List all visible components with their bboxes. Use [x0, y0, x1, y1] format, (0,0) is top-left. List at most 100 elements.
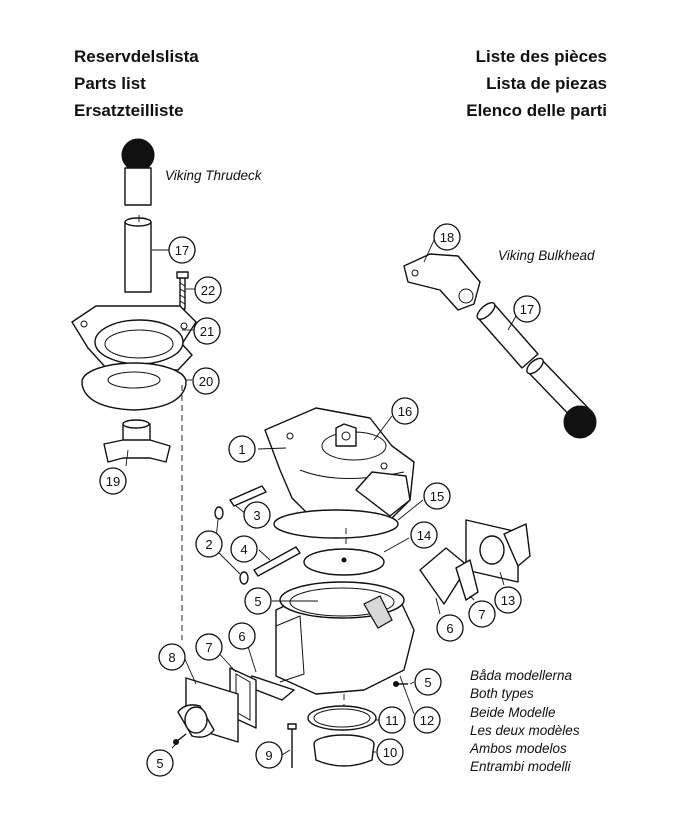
- callout-c14: 14: [410, 521, 438, 549]
- callout-c6a: 6: [436, 614, 464, 642]
- callout-number: 4: [240, 542, 247, 557]
- bulkhead-handle-rod: [476, 302, 539, 369]
- thrudeck-flange: [71, 305, 197, 371]
- callout-circle: [413, 706, 441, 734]
- callout-c21: 21: [193, 317, 221, 345]
- callout-c5b: 5: [146, 749, 174, 777]
- both-types-french: Les deux modèles: [470, 722, 580, 738]
- callout-circle: [433, 223, 461, 251]
- callout-c7b: 7: [195, 633, 223, 661]
- callout-circle: [195, 633, 223, 661]
- outlet-flange-13: [465, 519, 531, 583]
- callout-circle: [228, 435, 256, 463]
- callout-number: 9: [265, 748, 272, 763]
- o-ring: [307, 705, 377, 731]
- thrudeck-handle-tube: [124, 167, 152, 206]
- callout-circle: [146, 749, 174, 777]
- callout-number: 6: [446, 621, 453, 636]
- screw-9: [287, 723, 297, 768]
- bolt-4: [253, 546, 301, 577]
- callout-c9: 9: [255, 741, 283, 769]
- both-types-italian: Entrambi modelli: [470, 759, 571, 775]
- callout-c19: 19: [99, 467, 127, 495]
- callout-number: 20: [199, 374, 213, 389]
- washer-upper: [214, 506, 224, 520]
- callout-c3: 3: [243, 501, 271, 529]
- callout-c8: 8: [158, 643, 186, 671]
- callout-number: 10: [383, 745, 397, 760]
- callout-circle: [168, 236, 196, 264]
- valve-gasket-right: [455, 559, 479, 601]
- callout-c15: 15: [423, 482, 451, 510]
- pump-lower-housing: [275, 581, 415, 695]
- callout-number: 15: [430, 489, 444, 504]
- bulkhead-lever-bracket: [403, 253, 481, 311]
- callout-circle: [193, 317, 221, 345]
- callout-number: 3: [253, 508, 260, 523]
- screw-5-left: [173, 733, 187, 745]
- callout-circle: [414, 668, 442, 696]
- callout-number: 19: [106, 474, 120, 489]
- callout-circle: [158, 643, 186, 671]
- callout-c20: 20: [192, 367, 220, 395]
- title-german: Ersatzteilliste: [74, 101, 184, 120]
- callout-number: 18: [440, 230, 454, 245]
- callout-c16: 16: [391, 397, 419, 425]
- title-spanish: Lista de piezas: [486, 74, 607, 93]
- callout-number: 7: [478, 607, 485, 622]
- callout-c22: 22: [194, 276, 222, 304]
- bolt-3: [229, 485, 267, 507]
- callout-circle: [410, 521, 438, 549]
- both-types-swedish: Båda modellerna: [470, 668, 573, 683]
- diaphragm-seal-ring: [273, 509, 399, 539]
- callout-circle: [99, 467, 127, 495]
- title-english: Parts list: [74, 74, 146, 93]
- header-right: Liste des pièces Lista de piezas Elenco …: [466, 43, 607, 124]
- thrudeck-screw: [176, 271, 189, 310]
- label-viking-thrudeck: Viking Thrudeck: [165, 168, 262, 183]
- callout-number: 14: [417, 528, 431, 543]
- callout-number: 16: [398, 404, 412, 419]
- callout-c17b: 17: [168, 236, 196, 264]
- both-types-label: Båda modellerna Both types Beide Modelle…: [470, 667, 580, 777]
- callout-number: 2: [205, 537, 212, 552]
- callout-circle: [243, 501, 271, 529]
- bulkhead-handle-knob: [563, 405, 597, 439]
- callout-number: 13: [501, 593, 515, 608]
- both-types-spanish: Ambos modelos: [470, 741, 567, 757]
- callout-circle: [376, 738, 404, 766]
- callout-number: 5: [254, 594, 261, 609]
- screw-5-right: [393, 681, 408, 687]
- callout-number: 1: [238, 442, 245, 457]
- callout-c5c: 5: [414, 668, 442, 696]
- header-left: Reservdelslista Parts list Ersatzteillis…: [74, 43, 199, 124]
- thrudeck-coupling: [103, 419, 171, 463]
- pump-upper-housing: [264, 407, 415, 525]
- both-types-english: Both types: [470, 686, 534, 702]
- callout-circle: [194, 276, 222, 304]
- callout-number: 17: [520, 302, 534, 317]
- callout-circle: [228, 622, 256, 650]
- callout-c6b: 6: [228, 622, 256, 650]
- callout-circle: [244, 587, 272, 615]
- both-types-german: Beide Modelle: [470, 704, 556, 720]
- callout-circle: [391, 397, 419, 425]
- inlet-flange-8: [177, 677, 239, 743]
- callout-circle: [378, 706, 406, 734]
- callout-c4: 4: [230, 535, 258, 563]
- hose-connector: [313, 734, 375, 767]
- callout-circle: [192, 367, 220, 395]
- callout-number: 6: [238, 629, 245, 644]
- callout-number: 22: [201, 283, 215, 298]
- callout-circle: [255, 741, 283, 769]
- callout-number: 17: [175, 243, 189, 258]
- callout-number: 21: [200, 324, 214, 339]
- label-viking-bulkhead: Viking Bulkhead: [498, 248, 595, 263]
- callout-circle: [513, 295, 541, 323]
- callout-c17a: 17: [513, 295, 541, 323]
- callout-number: 11: [385, 713, 399, 728]
- callout-c11: 11: [378, 706, 406, 734]
- callout-circle: [423, 482, 451, 510]
- thrudeck-handle-rod: [124, 215, 152, 293]
